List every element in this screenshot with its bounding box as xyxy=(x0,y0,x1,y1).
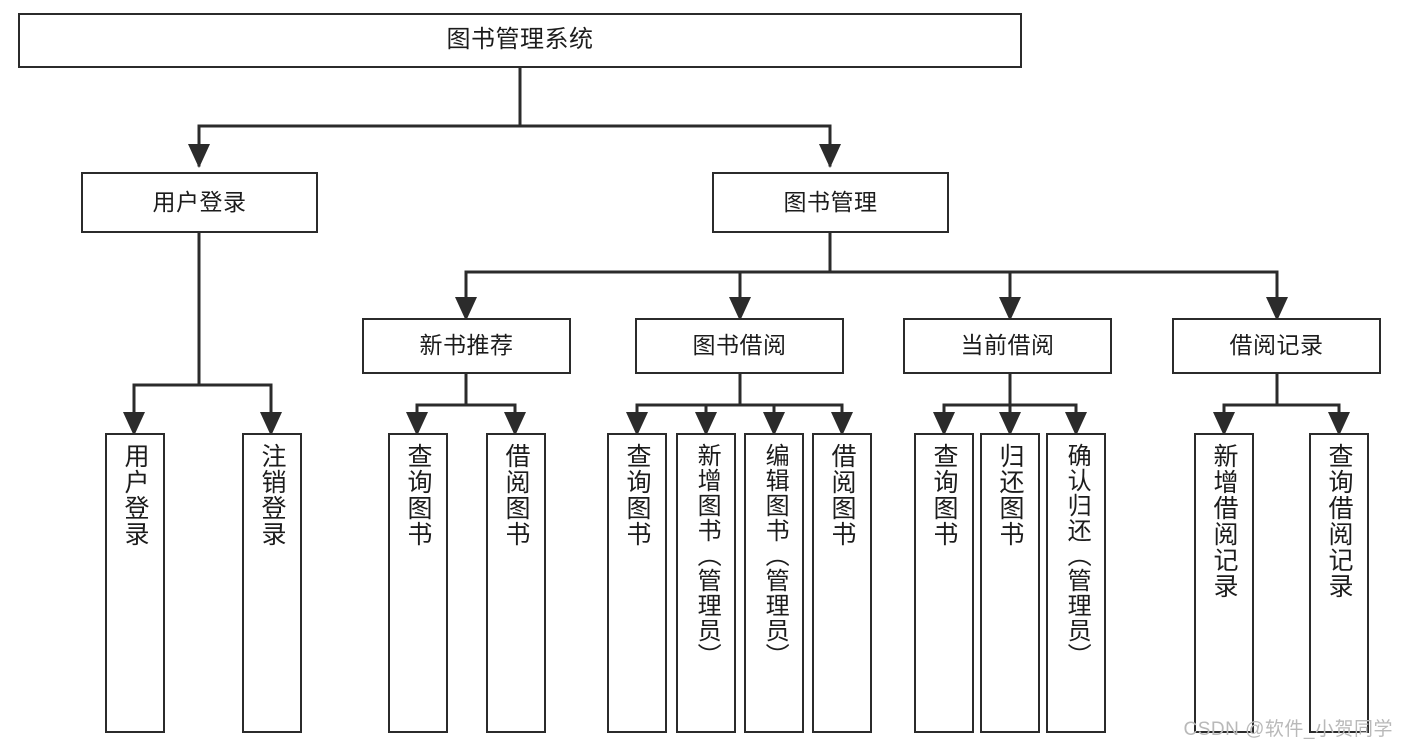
leaf-borrow-record-add[interactable]: 新增借阅记录 xyxy=(1194,433,1254,733)
node-current-borrow[interactable]: 当前借阅 xyxy=(903,318,1112,374)
leaf-label: 借阅图书 xyxy=(502,443,530,547)
node-root-system[interactable]: 图书管理系统 xyxy=(18,13,1022,68)
node-book-management-label: 图书管理 xyxy=(783,188,878,215)
node-book-borrow-label: 图书借阅 xyxy=(692,332,787,359)
leaf-book-borrow-borrow[interactable]: 借阅图书 xyxy=(812,433,872,733)
node-book-borrow[interactable]: 图书借阅 xyxy=(635,318,844,374)
node-book-management[interactable]: 图书管理 xyxy=(712,172,949,233)
leaf-borrow-record-query[interactable]: 查询借阅记录 xyxy=(1309,433,1369,733)
leaf-book-borrow-edit[interactable]: 编辑图书（管理员） xyxy=(744,433,804,733)
leaf-label: 查询图书 xyxy=(623,443,651,547)
leaf-new-book-borrow[interactable]: 借阅图书 xyxy=(486,433,546,733)
leaf-current-borrow-query[interactable]: 查询图书 xyxy=(914,433,974,733)
leaf-user-login-logout[interactable]: 注销登录 xyxy=(242,433,302,733)
csdn-watermark: CSDN @软件_小贺同学 xyxy=(1183,719,1393,740)
leaf-label: 确认归还（管理员） xyxy=(1063,443,1091,668)
leaf-label: 注销登录 xyxy=(258,443,286,547)
node-borrow-record[interactable]: 借阅记录 xyxy=(1172,318,1381,374)
leaf-label: 查询图书 xyxy=(930,443,958,547)
node-current-borrow-label: 当前借阅 xyxy=(960,332,1055,359)
node-new-book-recommend[interactable]: 新书推荐 xyxy=(362,318,571,374)
leaf-label: 新增图书（管理员） xyxy=(693,443,721,668)
leaf-label: 编辑图书（管理员） xyxy=(761,443,789,668)
leaf-label: 借阅图书 xyxy=(828,443,856,547)
leaf-label: 新增借阅记录 xyxy=(1210,443,1238,599)
leaf-new-book-query[interactable]: 查询图书 xyxy=(388,433,448,733)
node-root-label: 图书管理系统 xyxy=(446,26,594,54)
leaf-label: 归还图书 xyxy=(996,443,1024,547)
leaf-book-borrow-add[interactable]: 新增图书（管理员） xyxy=(676,433,736,733)
leaf-book-borrow-query[interactable]: 查询图书 xyxy=(607,433,667,733)
node-borrow-record-label: 借阅记录 xyxy=(1229,332,1324,359)
node-user-login-label: 用户登录 xyxy=(152,188,247,215)
leaf-current-borrow-return[interactable]: 归还图书 xyxy=(980,433,1040,733)
node-new-book-recommend-label: 新书推荐 xyxy=(419,332,514,359)
leaf-user-login-login[interactable]: 用户登录 xyxy=(105,433,165,733)
leaf-label: 查询借阅记录 xyxy=(1325,443,1353,599)
leaf-label: 用户登录 xyxy=(121,443,149,547)
node-user-login[interactable]: 用户登录 xyxy=(81,172,318,233)
leaf-current-borrow-confirm-return[interactable]: 确认归还（管理员） xyxy=(1046,433,1106,733)
leaf-label: 查询图书 xyxy=(404,443,432,547)
